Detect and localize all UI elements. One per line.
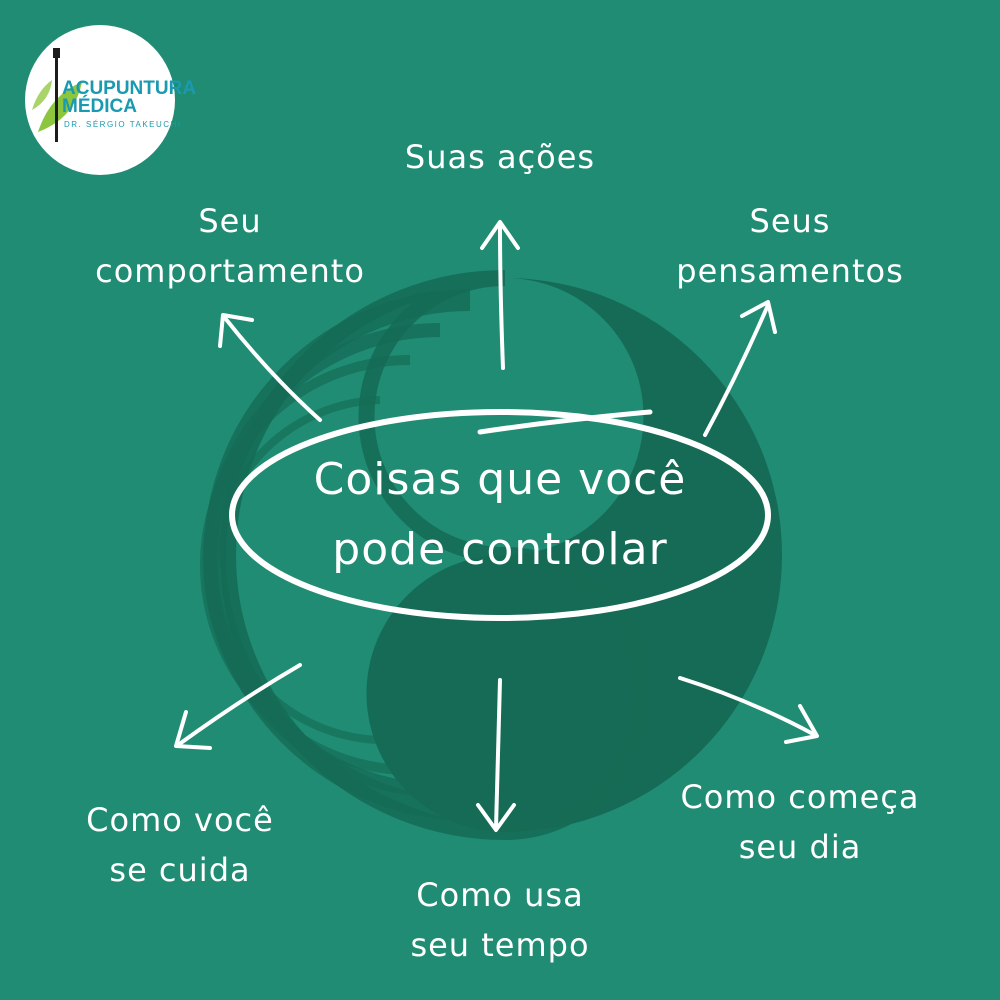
logo-line3: DR. SÉRGIO TAKEUCHI	[64, 120, 182, 129]
label-top-line1: Suas ações	[404, 138, 596, 176]
arrow-top-right	[703, 300, 777, 437]
arrow-top	[480, 220, 520, 370]
label-top-left-line2: comportamento	[95, 252, 365, 290]
label-bottom-left-line2: se cuida	[109, 851, 251, 889]
label-bottom-right-line1: Como começa	[680, 778, 920, 816]
yin-yang-dark-dot	[453, 613, 557, 717]
label-top-right-line2: pensamentos	[676, 252, 904, 290]
leaf-icon	[38, 82, 82, 132]
center-title: Coisas que você pode controlar	[250, 445, 750, 585]
label-bottom-line1: Como usa	[416, 876, 584, 914]
center-line2: pode controlar	[332, 524, 668, 575]
label-top-left: Seu comportamento	[70, 196, 390, 296]
needle-icon	[55, 54, 58, 142]
yin-yang-symbol	[200, 270, 782, 841]
center-line1: Coisas que você	[313, 454, 687, 505]
arrow-bottom-right	[678, 676, 819, 744]
center-ellipse	[229, 409, 771, 621]
label-bottom: Como usa seu tempo	[380, 870, 620, 970]
logo-line2: MÉDICA	[62, 96, 137, 117]
logo-line1: ACUPUNTURA	[62, 78, 197, 99]
label-top-right: Seus pensamentos	[650, 196, 930, 296]
arrow-bottom-left	[174, 663, 302, 750]
label-bottom-right-line2: seu dia	[738, 828, 862, 866]
label-top-left-line1: Seu	[198, 202, 262, 240]
yin-yang-light-dot	[453, 353, 557, 457]
arrow-bottom	[476, 678, 516, 832]
arrow-top-left	[218, 313, 322, 422]
label-top-right-line1: Seus	[749, 202, 831, 240]
logo-badge	[25, 25, 175, 175]
label-bottom-left: Como você se cuida	[60, 795, 300, 895]
label-top: Suas ações	[380, 132, 620, 182]
label-bottom-right: Como começa seu dia	[665, 772, 935, 872]
label-bottom-left-line1: Como você	[86, 801, 274, 839]
label-bottom-line2: seu tempo	[410, 926, 590, 964]
